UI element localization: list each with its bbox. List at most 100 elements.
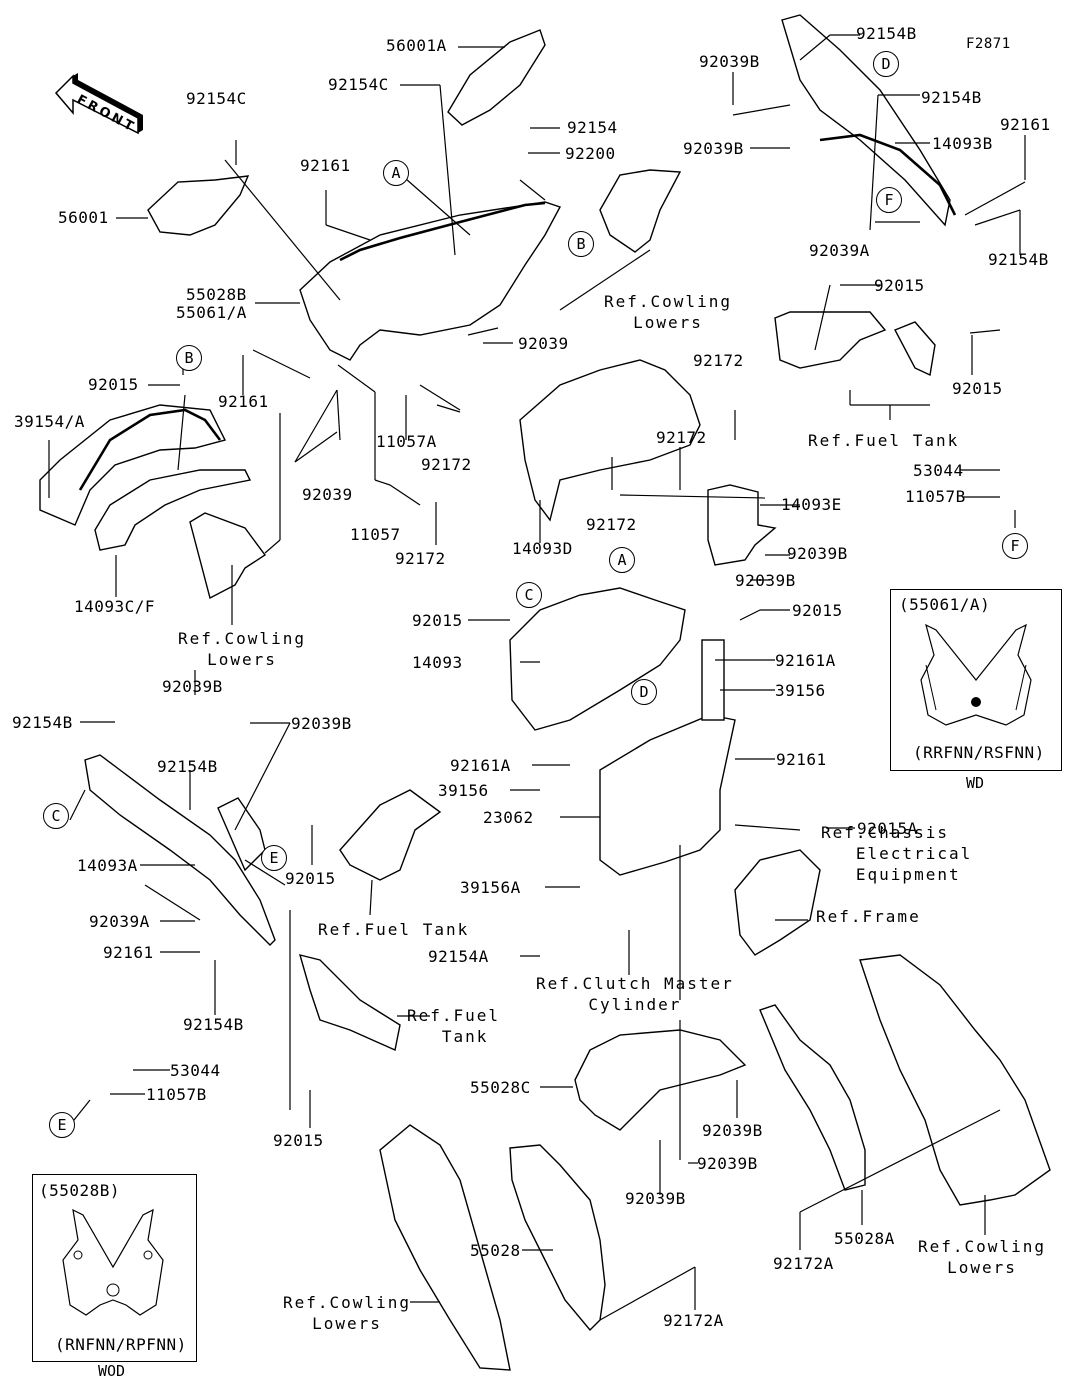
part-label-92172: 92172	[693, 351, 744, 370]
part-label-92039a: 92039A	[809, 241, 870, 260]
part-label-92015: 92015	[273, 1131, 324, 1150]
part-label-92015: 92015	[285, 869, 336, 888]
part-label-92154b: 92154B	[856, 24, 917, 43]
ref-label-fuel-tank[interactable]: Ref.Fuel Tank	[407, 1006, 501, 1046]
part-label-14093a: 14093A	[77, 856, 138, 875]
part-label-55028b: 55028B	[186, 285, 247, 304]
part-label-92154a: 92154A	[428, 947, 489, 966]
callout-f-top: F	[876, 187, 902, 213]
mirror-right-part	[447, 29, 546, 126]
part-label-92015: 92015	[874, 276, 925, 295]
inset-caption-wod: WOD	[98, 1362, 126, 1380]
part-label-92039: 92039	[518, 334, 569, 353]
part-label-55061a: 55061/A	[176, 303, 247, 322]
callout-b-left: B	[176, 345, 202, 371]
ref-label-fuel-tank[interactable]: Ref.Fuel Tank	[318, 920, 470, 939]
callout-d-top: D	[873, 51, 899, 77]
part-label-14093: 14093	[412, 653, 463, 672]
upper-cowl-part	[299, 201, 562, 361]
part-label-53044: 53044	[170, 1061, 221, 1080]
part-label-39154a: 39154/A	[14, 412, 85, 431]
inset-variant-code: (RNFNN/RPFNN)	[55, 1335, 187, 1354]
ref-label-cowling-lowers[interactable]: Ref.Cowling Lowers	[283, 1293, 411, 1333]
callout-b-top: B	[568, 231, 594, 257]
windshield-part	[39, 404, 227, 526]
callout-e-bottom: E	[49, 1112, 75, 1138]
mirror-left-part	[147, 175, 250, 236]
front-arrow-icon: FRONT	[48, 68, 148, 148]
part-label-92161: 92161	[776, 750, 827, 769]
part-label-14093b: 14093B	[932, 134, 993, 153]
part-label-92172: 92172	[586, 515, 637, 534]
part-label-92039b: 92039B	[787, 544, 848, 563]
cover-e-part	[707, 484, 777, 566]
part-label-92161: 92161	[218, 392, 269, 411]
inset-title: (55061/A)	[899, 595, 991, 614]
part-label-92039a: 92039A	[89, 912, 150, 931]
callout-f-right: F	[1002, 533, 1028, 559]
callout-d-mid: D	[631, 679, 657, 705]
part-label-92161: 92161	[1000, 115, 1051, 134]
part-label-92154b: 92154B	[183, 1015, 244, 1034]
part-label-92015: 92015	[952, 379, 1003, 398]
ref-label-chassis-electrical[interactable]: Ref.Chassis Electrical Equipment	[821, 823, 973, 884]
ref-label-cowling-lowers[interactable]: Ref.Cowling Lowers	[178, 629, 306, 669]
inner-panel-part	[509, 1144, 606, 1332]
fuel-tank-trim-part	[774, 311, 887, 369]
part-label-92039b: 92039B	[625, 1189, 686, 1208]
part-label-92200: 92200	[565, 144, 616, 163]
part-label-23062: 23062	[483, 808, 534, 827]
ref-label-frame[interactable]: Ref.Frame	[816, 907, 921, 926]
callout-a-top: A	[383, 160, 409, 186]
ref-label-clutch-master-cylinder[interactable]: Ref.Clutch Master Cylinder	[536, 974, 734, 1014]
part-label-92154b: 92154B	[988, 250, 1049, 269]
part-label-92154b: 92154B	[12, 713, 73, 732]
side-duct-right-part	[599, 169, 682, 253]
bracket-frame-part	[599, 714, 736, 876]
part-label-14093e: 14093E	[781, 495, 842, 514]
ref-label-cowling-lowers[interactable]: Ref.Cowling Lowers	[604, 292, 732, 332]
inner-panel-a-part	[759, 1004, 866, 1191]
part-label-11057: 11057	[350, 525, 401, 544]
inset-55028b: (55028B) (RNFNN/RPFNN)	[32, 1174, 197, 1362]
part-label-11057a: 11057A	[376, 432, 437, 451]
part-label-92172a: 92172A	[773, 1254, 834, 1273]
callout-c-mid: C	[516, 582, 542, 608]
part-label-55028: 55028	[470, 1241, 521, 1260]
part-label-92039b: 92039B	[735, 571, 796, 590]
part-label-92015: 92015	[412, 611, 463, 630]
side-panel-cf-part	[94, 469, 252, 551]
part-label-92015: 92015	[792, 601, 843, 620]
side-panel-a-part	[84, 754, 276, 946]
part-label-92161a: 92161A	[775, 651, 836, 670]
part-label-39156: 39156	[438, 781, 489, 800]
part-label-92154: 92154	[567, 118, 618, 137]
inset-variant-code: (RRFNN/RSFNN)	[913, 743, 1045, 762]
part-label-92172: 92172	[421, 455, 472, 474]
part-label-92039b: 92039B	[683, 139, 744, 158]
part-label-56001: 56001	[58, 208, 109, 227]
part-label-55028a: 55028A	[834, 1229, 895, 1248]
part-label-92161a: 92161A	[450, 756, 511, 775]
ref-label-cowling-lowers[interactable]: Ref.Cowling Lowers	[918, 1237, 1046, 1277]
part-label-39156: 39156	[775, 681, 826, 700]
part-label-92154b: 92154B	[921, 88, 982, 107]
part-label-92015a: 92015A	[857, 819, 918, 838]
inset-caption-wd: WD	[966, 774, 985, 792]
part-label-92039: 92039	[302, 485, 353, 504]
part-label-14093cf: 14093C/F	[74, 597, 156, 616]
ref-label-fuel-tank[interactable]: Ref.Fuel Tank	[808, 431, 960, 450]
upper-cowl-variant-wd-icon	[920, 623, 1032, 726]
part-label-92039b: 92039B	[162, 677, 223, 696]
part-label-92154b: 92154B	[157, 757, 218, 776]
part-label-11057b: 11057B	[905, 487, 966, 506]
part-label-92154c: 92154C	[328, 75, 389, 94]
inner-cover-part	[509, 587, 686, 731]
part-label-11057b: 11057B	[146, 1085, 207, 1104]
side-cover-right-part	[781, 14, 951, 227]
callout-e-left: E	[261, 845, 287, 871]
part-label-56001a: 56001A	[386, 36, 447, 55]
inset-title: (55028B)	[39, 1181, 121, 1200]
